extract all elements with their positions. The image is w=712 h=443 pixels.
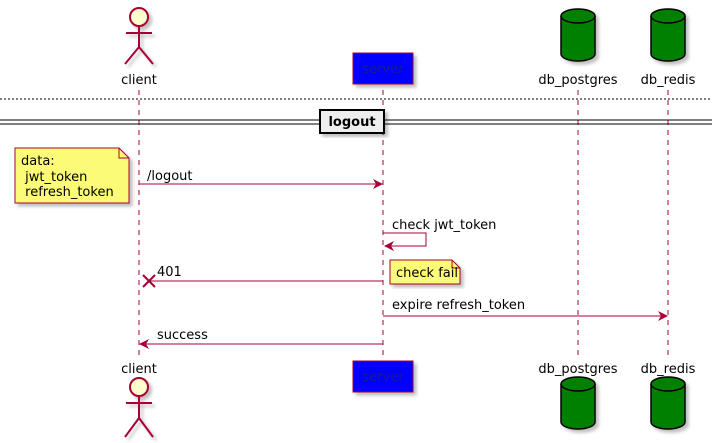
client-actor-top [124,7,154,65]
db-postgres-icon-bottom [560,376,596,430]
data-note-line-1: jwt_token [21,170,87,185]
client-label-top: client [121,73,157,88]
client-actor-bottom [124,377,154,438]
check-fail-note-text: check fail [396,266,458,281]
logout-message-label: /logout [147,169,193,184]
db-redis-label-top: db_redis [641,73,696,88]
data-note [14,147,130,204]
db-redis-icon-top [650,8,686,62]
db-postgres-icon-top [560,8,596,62]
db-redis-label-bottom: db_redis [641,362,696,377]
success-message-label: success [157,328,208,343]
db-postgres-label-bottom: db_postgres [538,362,617,377]
lost-message-x-icon [142,274,156,288]
data-note-title: data: [21,154,55,169]
check-message-label: check jwt_token [392,218,496,233]
check-fail-note [389,259,461,285]
data-note-line-2: refresh_token [21,185,114,200]
group-label: logout [328,115,375,130]
db-redis-icon-bottom [650,376,686,430]
server-box-bottom [352,360,414,393]
server-label-top: server [362,62,404,77]
server-label-bottom: server [362,370,404,385]
group-label-box [319,109,385,134]
expire-message-label: expire refresh_token [392,298,525,313]
client-label-bottom: client [121,362,157,377]
db-postgres-label-top: db_postgres [538,73,617,88]
unauthorized-message-label: 401 [157,265,182,280]
check-self-arrow [383,232,427,251]
server-box-top [352,52,414,85]
